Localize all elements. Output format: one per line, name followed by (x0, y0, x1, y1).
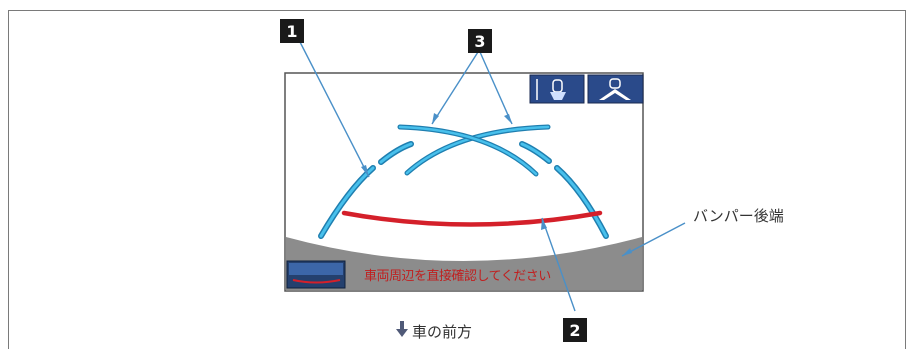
figure-frame (8, 10, 906, 349)
leader-line-3b (479, 51, 513, 125)
leader-line-1 (299, 41, 370, 178)
leader-line-2 (541, 217, 576, 312)
bumper-rear-end-label: バンパー後端 (693, 207, 784, 225)
callout-1: 1 (280, 19, 304, 43)
bumper-area (286, 237, 642, 290)
distance-guide-line (341, 210, 603, 227)
vehicle-front-label: 車の前方 (412, 323, 473, 341)
leader-line-3a (431, 51, 479, 125)
callout-3: 3 (468, 29, 492, 53)
warning-message: 車両周辺を直接確認してください (364, 269, 551, 284)
leader-line-bumper (621, 222, 686, 257)
callout-2: 2 (563, 318, 587, 342)
down-arrow-icon (396, 329, 408, 337)
